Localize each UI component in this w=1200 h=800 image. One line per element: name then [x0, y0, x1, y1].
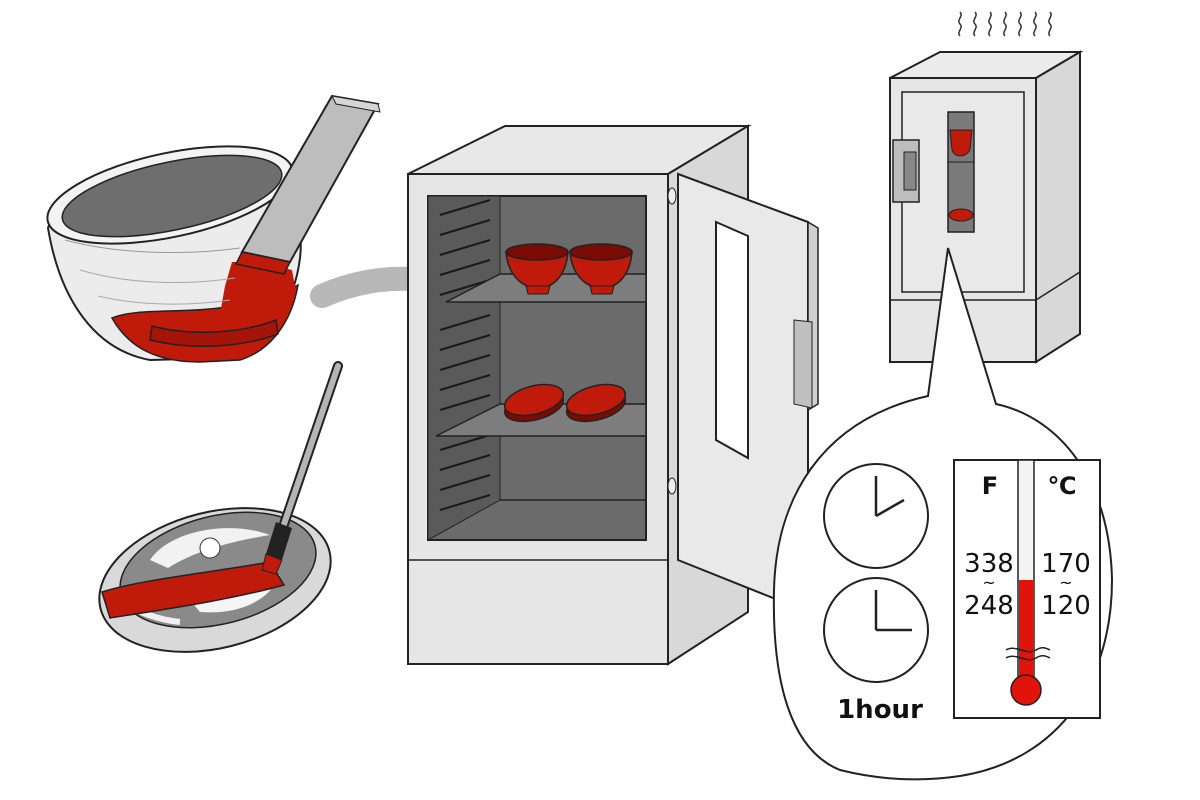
red-lid-2 [565, 383, 627, 423]
red-bowl-2 [569, 243, 633, 295]
clock-start-icon [823, 463, 929, 569]
fahrenheit-range-separator: ~ [982, 573, 995, 592]
celsius-range-separator: ~ [1059, 573, 1072, 592]
celsius-high: 170 [1041, 549, 1091, 579]
unit-fahrenheit: F [982, 472, 998, 500]
spatula [234, 94, 381, 275]
fahrenheit-high: 338 [964, 549, 1014, 579]
red-bowls-top-shelf [505, 243, 633, 295]
unit-celsius: ℃ [1047, 472, 1076, 500]
interior-vents [439, 199, 491, 511]
brush [261, 361, 343, 575]
lacquered-bowl [46, 145, 302, 363]
fahrenheit-low: 248 [964, 591, 1014, 621]
heat-waves-icon [958, 11, 1052, 37]
thermometer-panel: F ℃ 338 ~ 248 170 ~ 120 [953, 459, 1101, 719]
red-lids-middle-shelf [503, 383, 627, 423]
heated-cabinet [889, 50, 1084, 364]
cabinet-door [677, 172, 819, 614]
lacquered-lid [98, 507, 332, 653]
red-lid-1 [503, 383, 565, 423]
celsius-low: 120 [1041, 591, 1091, 621]
clock-end-icon [823, 577, 929, 683]
thermometer-icon [1005, 459, 1051, 706]
duration-label: 1hour [837, 695, 923, 725]
red-bowl-1 [505, 243, 569, 295]
